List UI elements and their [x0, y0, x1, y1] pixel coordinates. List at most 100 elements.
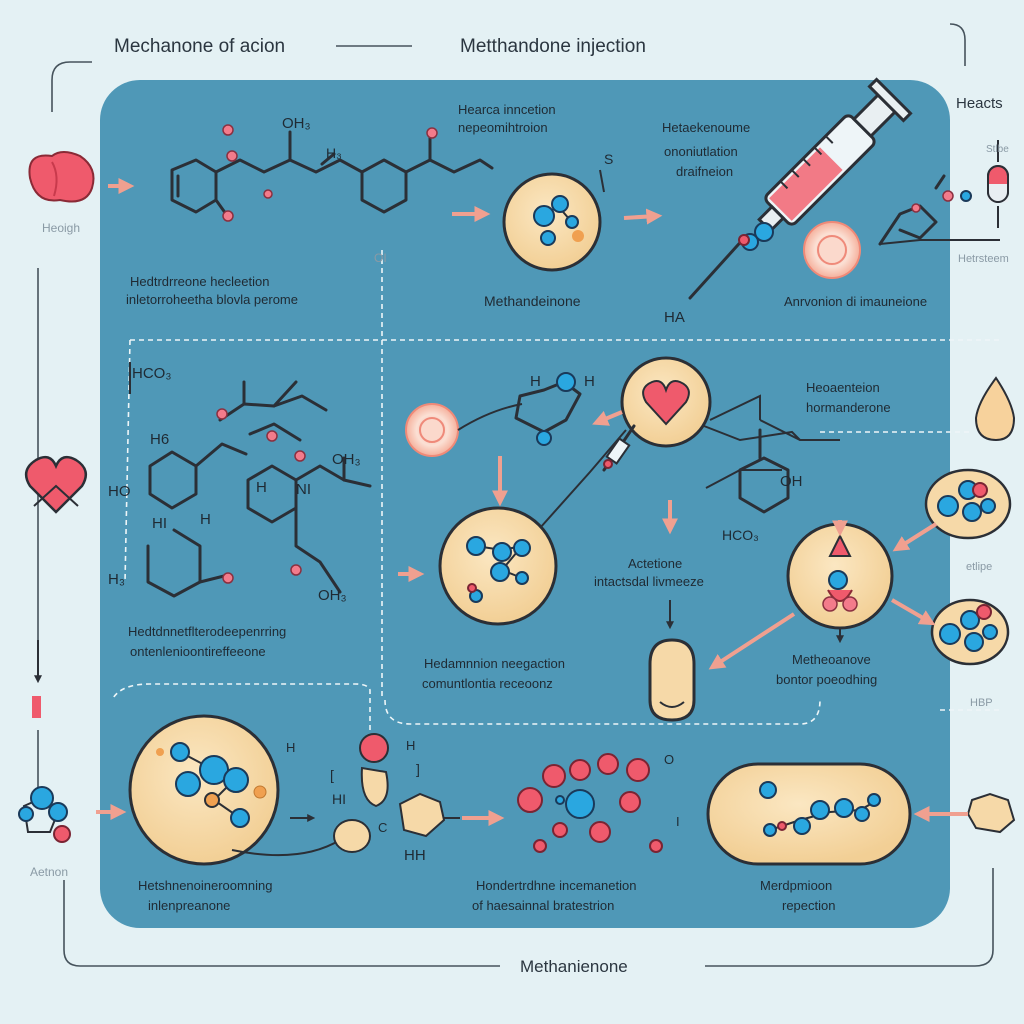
mini-syringe	[602, 424, 636, 472]
red-organ-icon	[28, 151, 95, 203]
mid-formula-h3: H₃	[108, 571, 125, 588]
right-cell-cluster-bottom	[930, 598, 1010, 666]
step-2-top-line-1: Hearca inncetion	[458, 102, 556, 117]
step-3-top-line-3: draifneion	[676, 164, 733, 179]
side-right-label-2: Hetrsteem	[958, 253, 1009, 265]
activation-label-line-1: Actetione	[628, 556, 682, 571]
step-2-top-line-2: nepeomihtroion	[458, 120, 548, 135]
left-molecule-icon	[18, 786, 71, 843]
bottom-label-bracket-r: ]	[416, 761, 420, 777]
bottom-label-bracket-l: [	[330, 767, 334, 783]
bottom-label-c: C	[378, 820, 387, 835]
right-connector	[879, 239, 1000, 245]
bottom-label-h2: H	[406, 738, 415, 753]
mid-caption-left-line-2: ontenlenioontireffeeone	[130, 644, 266, 659]
bottom-label-i: I	[676, 814, 680, 829]
bottom-cell-1	[128, 714, 280, 866]
side-right-label-1: Stlbe	[986, 144, 1009, 155]
caption-bottom-right-line-1: Metheoanove	[792, 652, 871, 667]
syringe-icon	[688, 77, 913, 300]
bottom-label-hi: HI	[332, 791, 346, 807]
flow-line-1	[539, 429, 627, 529]
caption-bottom-right-line-2: bontor poeodhing	[776, 672, 877, 687]
mid-right-oh: OH	[780, 473, 803, 490]
heart-cell-label-line-2: hormanderone	[806, 400, 891, 415]
mid-formula-hi: HI	[152, 515, 167, 532]
bottom-caption-1-line-1: Hetshnenoineroomning	[138, 878, 272, 893]
bottom-caption-2-line-1: Hondertrdhne incemanetion	[476, 878, 636, 893]
step-3-label: Anrvonion di imauneione	[784, 294, 927, 309]
heart-cell-label-line-1: Heoaenteion	[806, 380, 880, 395]
top-right-molecule	[878, 174, 972, 246]
target-ring-top	[803, 221, 861, 279]
mid-formula-oh3b: OH₃	[318, 587, 347, 604]
right-title: Metthandone injection	[460, 36, 646, 57]
middle-left-molecules	[146, 380, 372, 598]
activation-label-line-2: intactsdal livmeeze	[594, 574, 704, 589]
corner-label: Heacts	[956, 95, 1003, 112]
small-red-marker	[32, 696, 41, 718]
bottom-atom-cluster	[517, 753, 663, 853]
bottom-capsule-cell	[706, 762, 912, 866]
left-title: Mechanone of acion	[114, 36, 285, 57]
bottom-label-hh: HH	[404, 847, 426, 864]
mid-formula-ho: HO	[108, 483, 131, 500]
mid-formula-ni: NI	[296, 481, 311, 498]
mid-right-hco: HCO₃	[722, 527, 759, 543]
side-left-top-label: Heoigh	[42, 221, 80, 235]
arrow-top-2	[623, 208, 663, 225]
bottom-title: Methanienone	[520, 957, 628, 976]
middle-right-molecule	[738, 428, 790, 514]
right-cell-cluster-top	[924, 468, 1012, 540]
top-cell	[502, 169, 605, 272]
bottom-blob-group	[333, 733, 460, 853]
step-2-label: Methandeinone	[484, 293, 581, 309]
bottom-caption-3-line-1: Merdpmioon	[760, 878, 832, 893]
top-mol-label-h: H₃	[326, 145, 342, 161]
middle-right-cell	[786, 522, 894, 630]
bottom-caption-2-line-2: of haesainnal bratestrion	[472, 898, 614, 913]
top-caption-1-line-2: inletorroheetha blovla perome	[126, 292, 298, 307]
middle-left-cell	[438, 506, 558, 626]
outer-frame	[37, 23, 994, 967]
main-panel	[100, 80, 950, 928]
bottom-label-h: H	[286, 740, 295, 755]
bottom-label-o: O	[664, 752, 674, 767]
bottom-caption-3-line-2: repection	[782, 898, 835, 913]
middle-small-molecule	[514, 372, 582, 446]
droplet-icon	[974, 376, 1016, 442]
caption-bottom-left-line-2: comuntlontia receoonz	[422, 676, 553, 691]
flow-line-3	[703, 425, 801, 442]
top-misc-oh: OI	[374, 251, 387, 265]
mid-formula-h2: H	[200, 511, 211, 528]
side-left-bottom-label: Aetnon	[30, 865, 68, 879]
step-3-top-line-2: ononiutlation	[664, 144, 738, 159]
mid-formula-h6: H6	[150, 431, 169, 448]
arrow-mid-to-receptor	[708, 612, 796, 670]
section-dividers	[111, 250, 1000, 730]
mid-formula-hco: HCO₃	[132, 365, 171, 382]
mid-small-h2: H	[584, 373, 595, 390]
capsule-icon	[987, 140, 1009, 228]
top-cell-symbol: S	[604, 151, 613, 167]
mid-caption-left-line-1: Hedtdnnetflterodeepenrring	[128, 624, 286, 639]
top-mol-label-oh: OH₃	[282, 115, 311, 132]
mid-formula-h: H	[256, 479, 267, 496]
side-right-label-4: HBP	[970, 697, 993, 709]
receptor-blob	[648, 638, 696, 722]
right-blob-icon	[966, 792, 1016, 834]
heart-outline-icon	[24, 455, 88, 514]
mid-small-h1: H	[530, 373, 541, 390]
step-3-symbol: HA	[664, 309, 685, 326]
caption-bottom-left-line-1: Hedamnnion neegaction	[424, 656, 565, 671]
bottom-caption-1-line-2: inlenpreanone	[148, 898, 230, 913]
target-ring-middle	[405, 403, 459, 457]
top-caption-1-line-1: Hedtrdrreone hecleetion	[130, 274, 269, 289]
flow-line-4	[759, 419, 840, 441]
heart-cell	[620, 356, 712, 448]
side-right-label-3: etlipe	[966, 561, 992, 573]
mid-formula-oh3: OH₃	[332, 451, 361, 468]
flow-line-2	[709, 394, 761, 421]
step-3-top-line-1: Hetaekenoume	[662, 120, 750, 135]
